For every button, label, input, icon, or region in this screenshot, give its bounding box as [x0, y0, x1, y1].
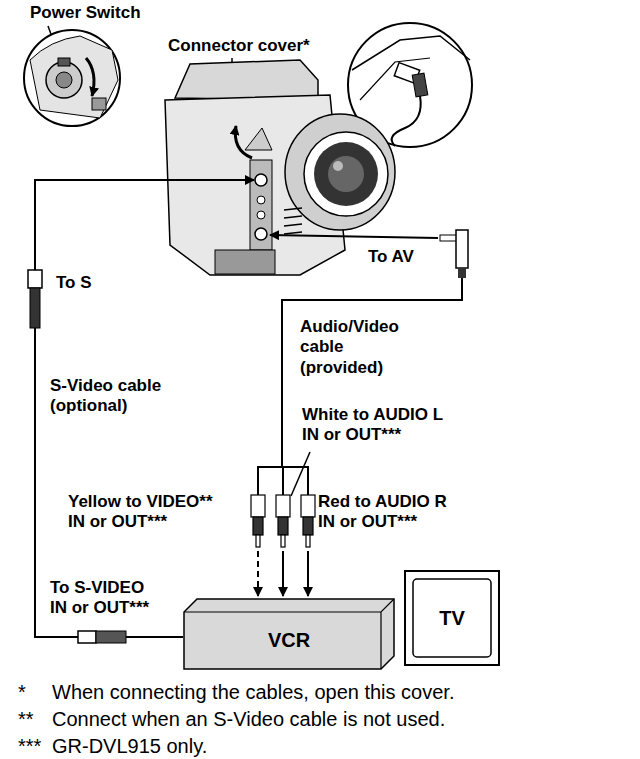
plug-label: Yellow to VIDEO** IN or OUT***: [68, 492, 224, 533]
plug-label: White to AUDIO L IN or OUT***: [302, 405, 454, 446]
power-switch-inset: [24, 26, 120, 126]
tv-box: TV: [404, 570, 500, 666]
cable-label: Audio/Video cable (provided): [300, 317, 425, 378]
av-cable: [251, 230, 468, 596]
footnote-mark: *: [18, 680, 26, 704]
s-video-cable: [28, 180, 254, 643]
footnote-text: GR-DVL915 only.: [52, 734, 207, 758]
plug-label: Red to AUDIO R IN or OUT***: [318, 492, 458, 533]
jack-label: To AV: [368, 247, 414, 267]
cable-label: S-Video cable (optional): [50, 376, 180, 417]
footnote-mark: **: [18, 707, 34, 731]
plug-label: To S-VIDEO IN or OUT***: [50, 578, 155, 619]
jack-label: To S: [56, 273, 92, 293]
node-label: TV: [439, 607, 465, 630]
part-label: Connector cover*: [168, 36, 310, 56]
camcorder: [165, 58, 395, 275]
footnote-text: When connecting the cables, open this co…: [52, 680, 454, 704]
node-label: VCR: [268, 629, 310, 652]
footnote-mark: ***: [18, 734, 41, 758]
footnote-text: Connect when an S-Video cable is not use…: [52, 707, 445, 731]
vcr-box: VCR: [183, 598, 395, 670]
part-label: Power Switch: [30, 3, 141, 23]
